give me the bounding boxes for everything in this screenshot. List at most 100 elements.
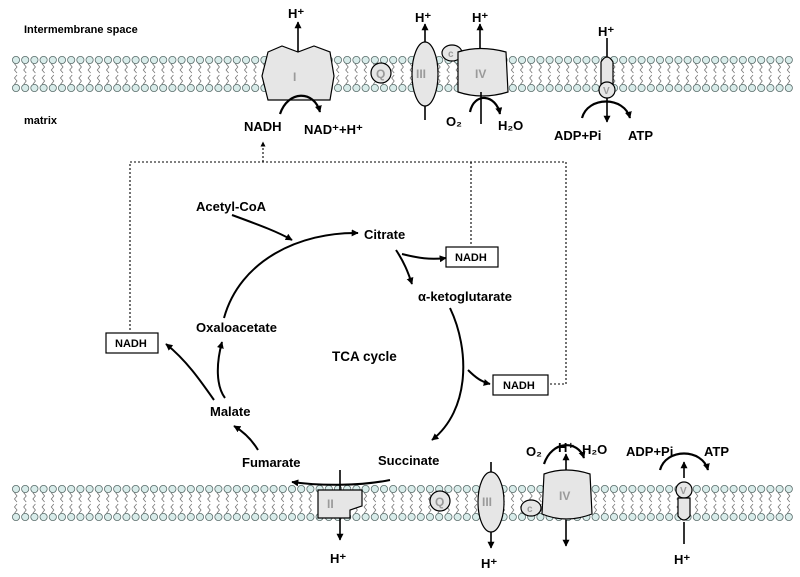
lipid-tail [777,74,782,85]
lipid-tail [271,503,276,514]
proton-iv-top: H⁺ [472,10,488,25]
lipid-tail [179,503,184,514]
lipid-tail [667,63,671,74]
lipid-tail [538,74,542,85]
lipid-head [177,84,186,93]
lipid-head [665,56,674,65]
lipid-tail [694,74,699,85]
lipid-head [186,56,195,65]
lipid-tail [32,492,36,503]
lipid-tail [188,63,193,74]
lipid-tail [786,503,791,514]
lipid-head [389,84,398,93]
lipid-head [76,84,85,93]
lipid-head [11,56,20,65]
lipid-head [370,484,379,493]
lipid-tail [584,63,588,74]
lipid-tail [87,63,92,74]
lipid-head [711,56,720,65]
lipid-tail [142,503,147,514]
lipid-head [610,484,619,493]
lipid-head [536,84,545,93]
tca-cycle-arrows [165,214,491,487]
lipid-head [692,484,701,493]
lipid-tail [78,74,82,85]
lipid-tail [216,492,220,503]
lipid-head [656,484,665,493]
complex-ii-label: II [327,497,334,511]
lipid-tail [87,503,92,514]
lipid-tail [464,503,469,514]
lipid-head [646,513,655,522]
lipid-head [370,513,379,522]
lipid-head [140,484,149,493]
lipid-head [287,513,296,522]
lipid-head [306,513,315,522]
lipid-head [738,84,747,93]
lipid-head [711,84,720,93]
lipid-tail [749,492,754,503]
lipid-head [48,56,57,65]
lipid-head [48,84,57,93]
lipid-head [214,84,223,93]
lipid-head [674,56,683,65]
o2-top: O₂ [446,114,462,129]
lipid-head [389,56,398,65]
lipid-head [748,84,757,93]
lipid-head [398,84,407,93]
lipid-head [435,513,444,522]
lipid-tail [538,63,542,74]
lipid-tail [510,492,515,503]
lipid-head [389,513,398,522]
lipid-head [352,513,361,522]
lipid-tail [188,492,193,503]
lipid-tail [299,503,303,514]
lipid-head [241,513,250,522]
lipid-head [48,484,57,493]
lipid-tail [510,74,515,85]
svg-text:NADH: NADH [455,252,487,264]
lipid-tail [611,492,616,503]
lipid-head [518,484,527,493]
lipid-head [186,513,195,522]
succinate-label: Succinate [378,453,439,468]
acetyl-coa-label: Acetyl-CoA [196,199,267,214]
lipid-tail [621,74,625,85]
lipid-tail [23,63,27,74]
lipid-tail [455,63,460,74]
lipid-head [518,513,527,522]
lipid-head [297,513,306,522]
lipid-head [738,484,747,493]
lipid-head [766,56,775,65]
lipid-tail [409,492,414,503]
lipid-head [582,56,591,65]
lipid-tail [115,74,119,85]
lipid-head [297,484,306,493]
lipid-head [39,513,48,522]
lipid-head [784,484,793,493]
lipid-tail [768,492,772,503]
lipid-head [113,484,122,493]
lipid-tail [593,63,598,74]
svg-text:NADH: NADH [503,380,535,392]
inner-membrane-bottom [11,484,793,522]
lipid-tail [234,74,239,85]
lipid-tail [464,492,469,503]
lipid-tail [667,492,671,503]
lipid-head [619,513,628,522]
lipid-tail [280,492,285,503]
fumarate-label: Fumarate [242,455,301,470]
lipid-head [76,513,85,522]
lipid-head [637,484,646,493]
lipid-head [775,484,784,493]
lipid-tail [96,492,101,503]
complex-v-top-label: V [603,86,610,97]
lipid-head [720,484,729,493]
lipid-head [21,84,30,93]
lipid-head [58,84,67,93]
lipid-head [784,513,793,522]
lipid-head [720,56,729,65]
lipid-tail [105,492,110,503]
lipid-tail [133,74,138,85]
lipid-tail [299,492,303,503]
